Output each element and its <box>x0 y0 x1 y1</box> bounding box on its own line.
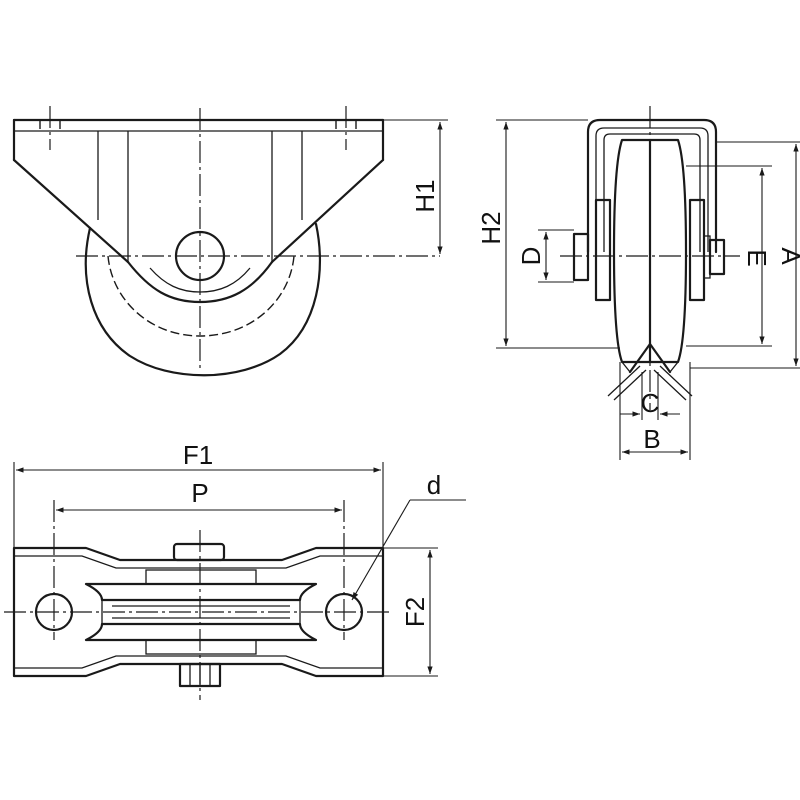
side-rail <box>607 365 693 397</box>
front-bracket-left-side <box>12 158 130 264</box>
b-label: B <box>643 424 660 454</box>
front-bracket-right-side <box>270 158 385 264</box>
top-view: F1 P d F2 <box>4 440 466 700</box>
side-wheel-body <box>612 138 652 364</box>
side-axle-head <box>572 232 590 282</box>
front-view: H1 <box>12 106 448 377</box>
a-label: A <box>776 247 800 265</box>
side-wheel-body-right <box>648 138 688 364</box>
d-lower-leader <box>351 499 411 601</box>
side-plate-right <box>688 198 706 302</box>
f1-label: F1 <box>183 440 213 470</box>
f2-label: F2 <box>400 597 430 627</box>
front-wheel-groove <box>107 255 295 337</box>
h2-label: H2 <box>476 211 506 244</box>
side-bracket-inner <box>595 127 709 252</box>
top-hub-lower <box>145 639 257 655</box>
d-lower-label: d <box>427 470 441 500</box>
e-label: E <box>742 249 772 266</box>
top-wheel-flange-lower <box>84 622 318 642</box>
p-label: P <box>191 478 208 508</box>
d-upper-label: D <box>516 247 546 266</box>
c-label: C <box>641 388 660 418</box>
top-hub-upper <box>145 569 257 585</box>
top-wheel-flange-upper <box>84 582 318 602</box>
front-wheel-outer <box>84 222 321 377</box>
side-plate-left <box>594 198 612 302</box>
side-bracket-outer <box>586 118 718 254</box>
side-view: H2 D E A C B <box>476 106 800 460</box>
top-bolt-head <box>172 542 226 562</box>
h1-label: H1 <box>410 179 440 212</box>
